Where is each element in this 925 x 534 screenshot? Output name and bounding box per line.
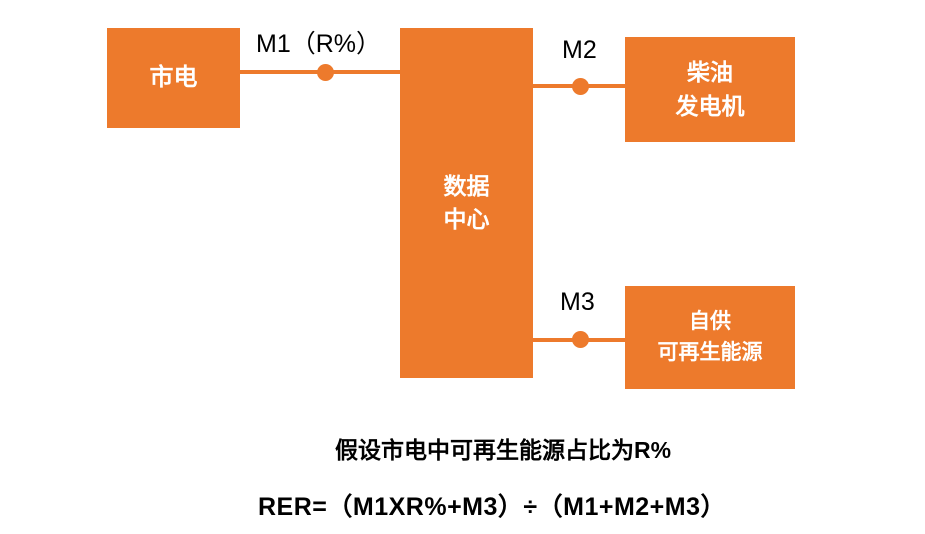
meter-dot-m1-icon <box>317 64 334 81</box>
edge-label-m3: M3 <box>560 288 595 316</box>
node-mains-power-label: 市电 <box>149 63 198 91</box>
edge-label-m2: M2 <box>562 36 597 64</box>
node-self-renewable-energy-label-line2: 可再生能源 <box>657 340 763 364</box>
node-diesel-generator-label-line2: 发电机 <box>675 92 745 119</box>
node-diesel-generator: 柴油 发电机 <box>625 37 795 142</box>
node-diesel-generator-label-line1: 柴油 <box>687 59 733 86</box>
node-datacenter-label-line2: 中心 <box>443 206 490 232</box>
node-self-renewable-energy-label-line1: 自供 <box>689 310 731 334</box>
edge-label-m1: M1（R%） <box>256 30 382 58</box>
node-mains-power: 市电 <box>107 28 240 128</box>
rer-formula-text: RER=（M1XR%+M3）÷（M1+M2+M3） <box>258 493 727 521</box>
meter-dot-m3-icon <box>572 331 589 348</box>
assumption-text: 假设市电中可再生能源占比为R% <box>335 437 672 463</box>
node-datacenter-label-line1: 数据 <box>443 172 490 199</box>
node-self-renewable-energy: 自供 可再生能源 <box>625 286 795 389</box>
node-datacenter: 数据 中心 <box>400 28 533 378</box>
meter-dot-m2-icon <box>572 78 589 95</box>
